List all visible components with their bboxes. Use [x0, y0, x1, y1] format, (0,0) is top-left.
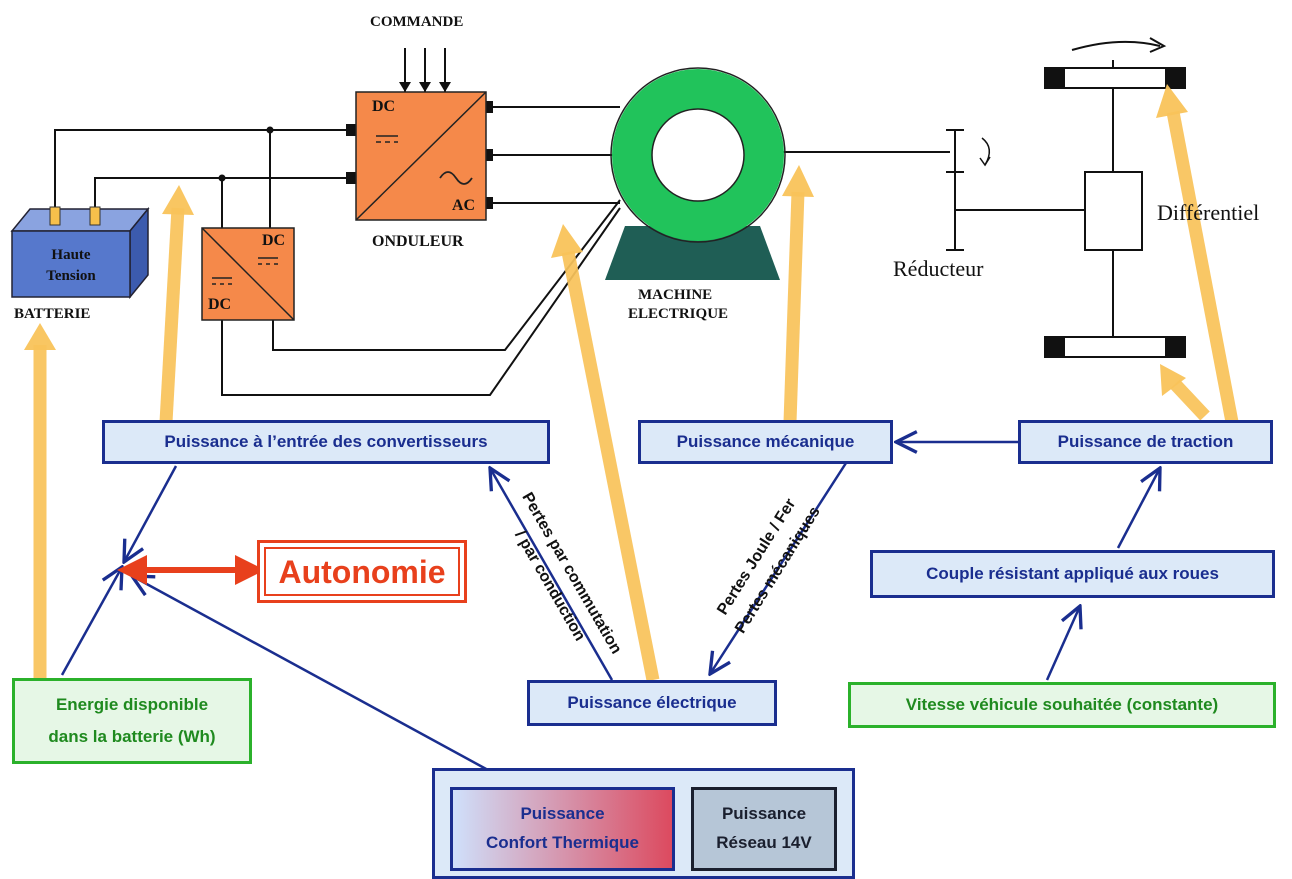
box-entree-convertisseurs: Puissance à l’entrée des convertisseurs	[102, 420, 550, 464]
reducer-icon	[946, 129, 1085, 251]
commande-label: COMMANDE	[370, 14, 464, 30]
box-puissance-traction-text: Puissance de traction	[1057, 432, 1234, 452]
box-puissance-traction: Puissance de traction	[1018, 420, 1273, 464]
onduleur-dc-label: DC	[372, 98, 396, 115]
confort-line-1: Puissance	[520, 804, 605, 824]
machine-label-1: MACHINE	[638, 287, 713, 303]
energie-line-1: Energie disponible	[55, 694, 209, 714]
battery-text-2: Tension	[46, 268, 96, 284]
power-flow-arrows	[33, 110, 1239, 682]
box-confort-thermique: Puissance Confort Thermique	[450, 787, 675, 871]
autonomie-text: Autonomie	[278, 553, 446, 590]
box-vitesse-vehicule: Vitesse véhicule souhaitée (constante)	[848, 682, 1276, 728]
box-puissance-electrique-text: Puissance électrique	[567, 693, 737, 713]
box-reseau-14v: Puissance Réseau 14V	[691, 787, 837, 871]
differentiel-label: Différentiel	[1157, 200, 1260, 225]
box-puissance-mecanique: Puissance mécanique	[638, 420, 893, 464]
box-auxiliaires: Puissance Confort Thermique Puissance Ré…	[432, 768, 855, 879]
reseau-line-1: Puissance	[721, 804, 807, 824]
confort-line-2: Confort Thermique	[486, 833, 639, 852]
box-vitesse-vehicule-text: Vitesse véhicule souhaitée (constante)	[905, 695, 1219, 715]
machine-label-2: ELECTRIQUE	[628, 306, 729, 322]
box-entree-convertisseurs-text: Puissance à l’entrée des convertisseurs	[164, 432, 488, 452]
battery-text-1: Haute	[51, 247, 91, 263]
differential-icon	[1044, 37, 1186, 358]
converter-dc-top-label: DC	[262, 232, 286, 249]
box-couple-resistant: Couple résistant appliqué aux roues	[870, 550, 1275, 598]
reseau-line-2: Réseau 14V	[716, 833, 812, 852]
energie-line-2: dans la batterie (Wh)	[48, 727, 216, 746]
reducteur-label: Réducteur	[893, 256, 984, 281]
wiring	[54, 48, 950, 396]
onduleur-label: ONDULEUR	[372, 233, 464, 250]
inverter-icon	[355, 91, 487, 221]
converter-dc-bottom-label: DC	[208, 296, 232, 313]
box-energie-disponible: Energie disponible dans la batterie (Wh)	[12, 678, 252, 764]
box-autonomie: Autonomie	[257, 540, 467, 603]
box-puissance-electrique: Puissance électrique	[527, 680, 777, 726]
battery-icon	[10, 206, 150, 300]
onduleur-ac-label: AC	[452, 197, 476, 214]
batterie-label: BATTERIE	[14, 306, 91, 322]
electric-machine-icon	[605, 67, 786, 280]
dcdc-converter-icon	[201, 227, 295, 321]
box-couple-resistant-text: Couple résistant appliqué aux roues	[926, 564, 1219, 584]
box-puissance-mecanique-text: Puissance mécanique	[676, 432, 855, 452]
